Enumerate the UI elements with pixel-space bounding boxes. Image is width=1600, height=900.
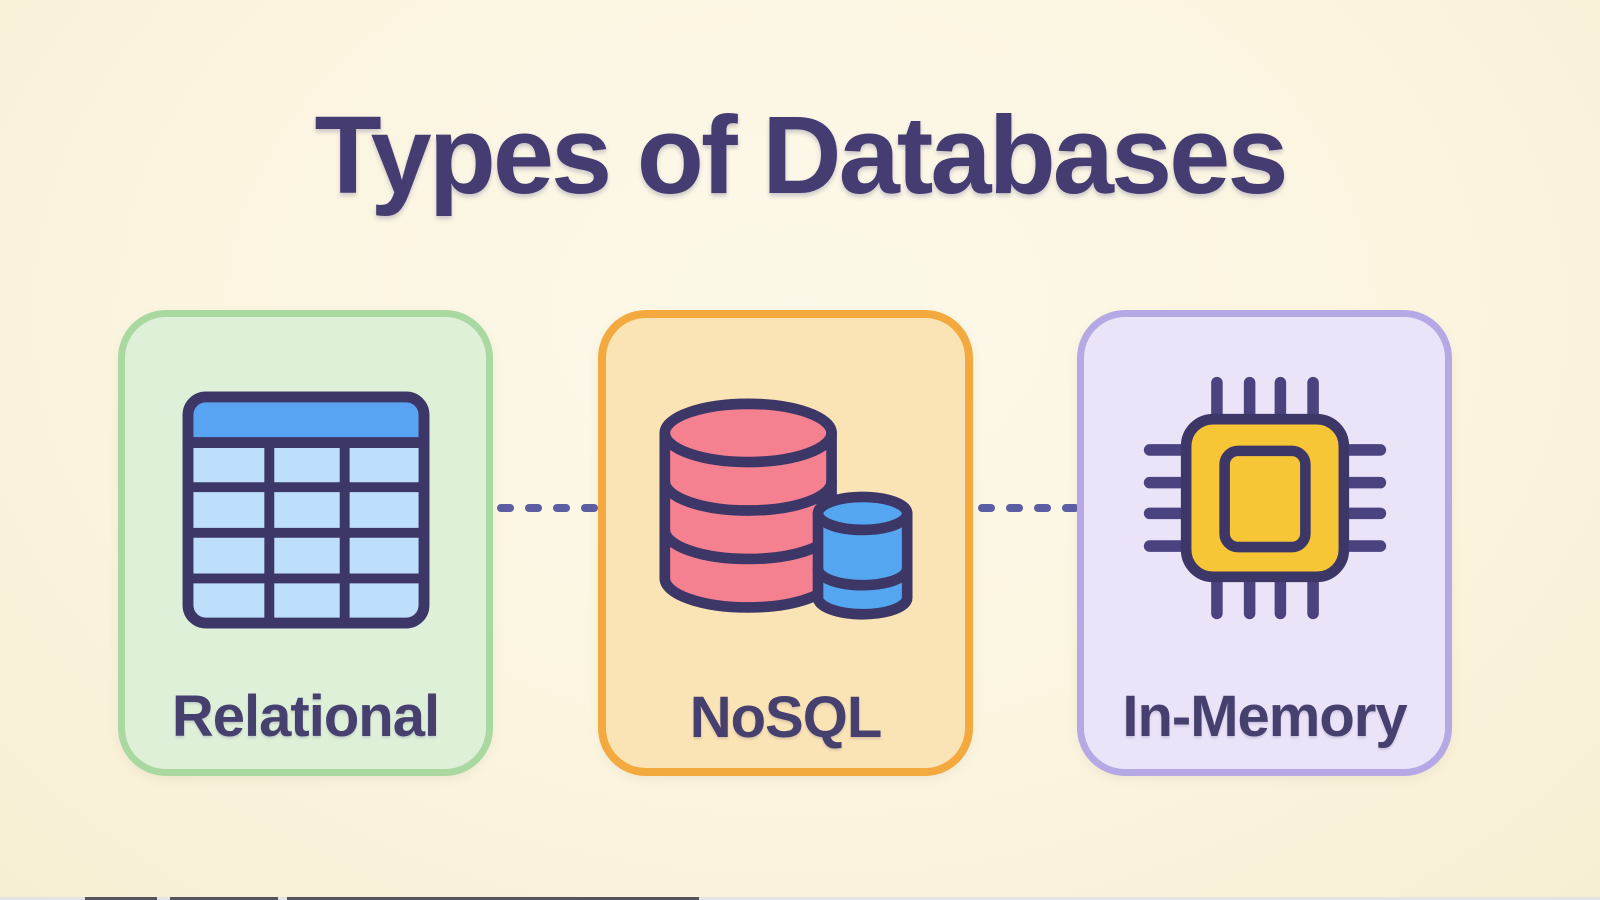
database-cylinders-icon-svg	[658, 398, 913, 620]
connector-dash	[1034, 504, 1051, 512]
card-label-relational: Relational	[171, 684, 440, 749]
card-relational: Relational	[118, 310, 493, 776]
connector-dash	[1006, 504, 1023, 512]
connector-dash	[978, 504, 995, 512]
dashed-connector-left	[497, 504, 598, 512]
card-label-in-memory: In-Memory	[1122, 684, 1407, 749]
connector-dash	[553, 504, 570, 512]
database-cylinders-icon	[606, 394, 965, 627]
card-label-nosql: NoSQL	[689, 685, 883, 750]
bottom-edge-segment	[85, 897, 157, 900]
bottom-edge-segment	[170, 897, 278, 900]
connector-dash	[497, 504, 514, 512]
connector-dash	[581, 504, 598, 512]
dashed-connector-right	[978, 504, 1079, 512]
bottom-screen-edge	[0, 897, 1600, 900]
card-in-memory: In-Memory	[1077, 310, 1452, 776]
memory-chip-icon-svg	[1143, 376, 1386, 620]
card-nosql: NoSQL	[598, 310, 973, 776]
table-icon-svg	[182, 391, 429, 629]
connector-dash	[1062, 504, 1079, 512]
bottom-edge-segment	[287, 897, 699, 900]
table-icon	[125, 391, 486, 629]
connector-dash	[525, 504, 542, 512]
page-title: Types of Databases	[314, 94, 1288, 217]
memory-chip-icon	[1084, 373, 1445, 623]
